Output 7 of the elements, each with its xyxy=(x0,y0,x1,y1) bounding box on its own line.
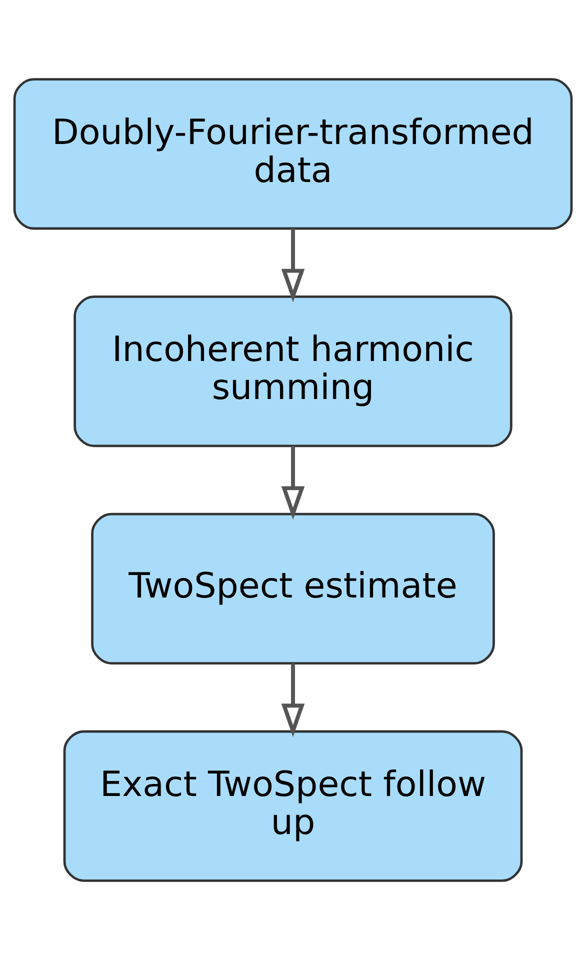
node-box: TwoSpect estimate xyxy=(91,512,495,664)
node-box: Incoherent harmonic summing xyxy=(74,296,512,448)
arrow xyxy=(281,446,305,520)
arrow xyxy=(281,228,305,302)
arrow xyxy=(281,663,305,737)
node-box: Exact TwoSpect follow up xyxy=(63,730,523,882)
node-box: Doubly-Fourier-transformed data xyxy=(13,78,573,230)
